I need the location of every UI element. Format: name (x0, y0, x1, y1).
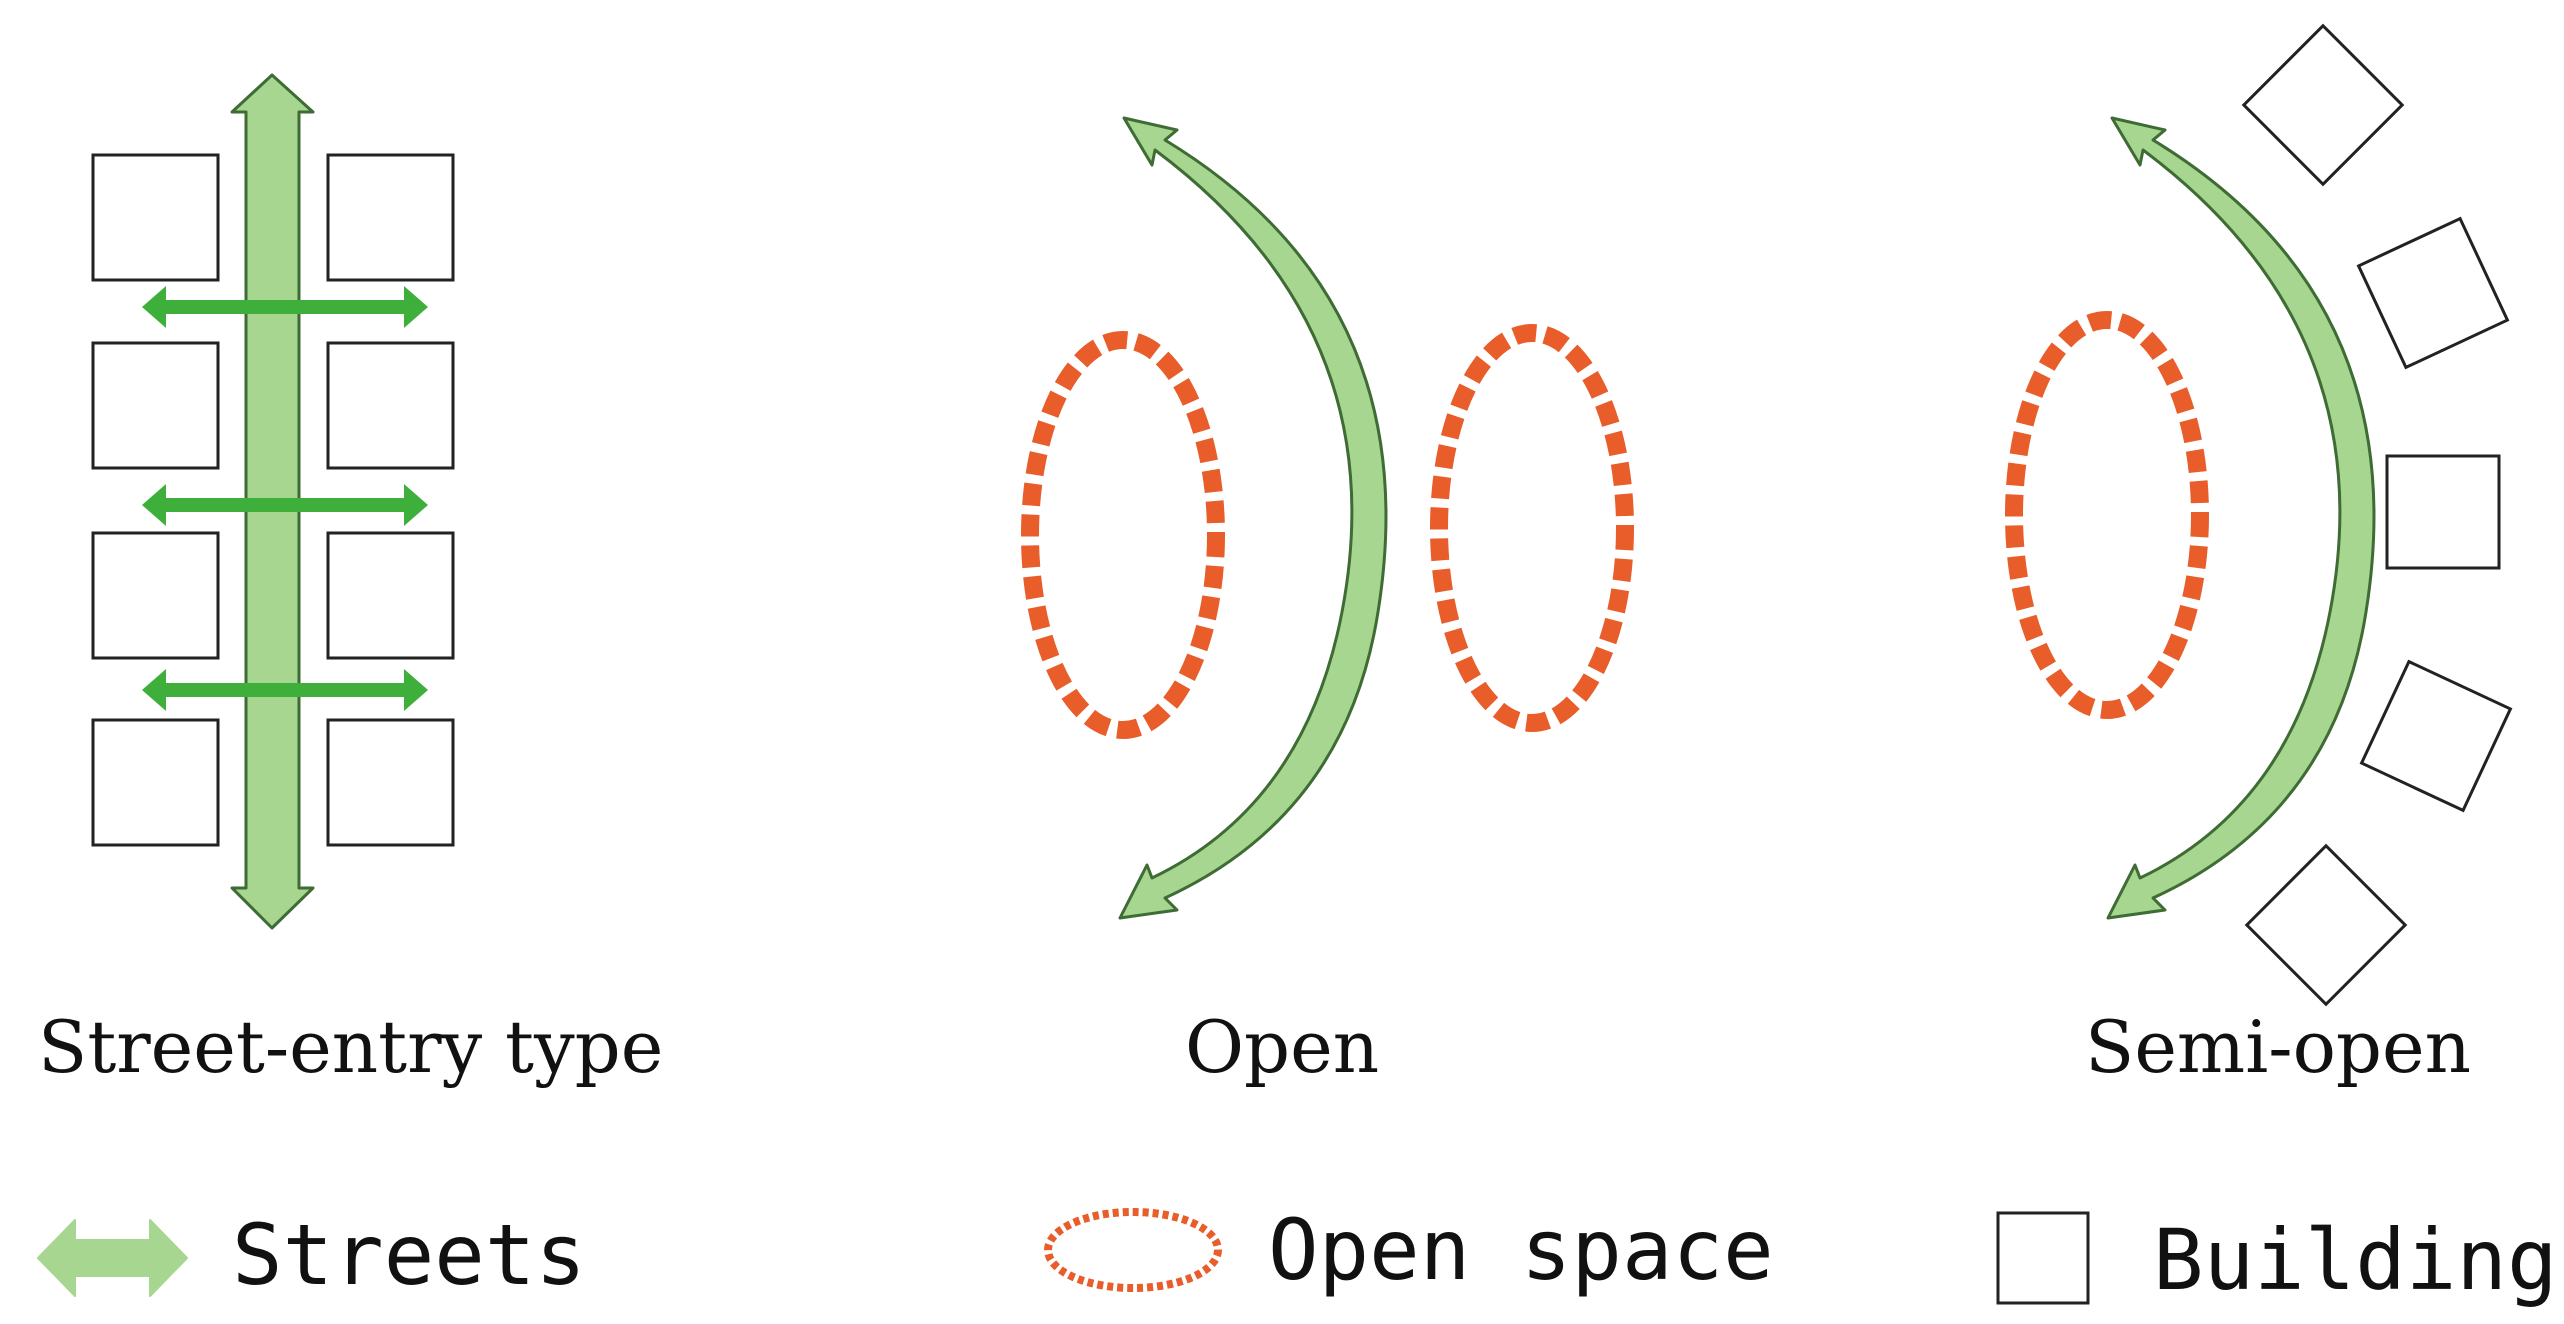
panel-open (1021, 116, 1634, 920)
legend-streets-label: Streets (232, 1206, 587, 1304)
cross-street-arrow (142, 286, 428, 328)
building (91, 718, 220, 847)
open-space (2005, 311, 2209, 719)
building (91, 341, 220, 470)
building (2359, 659, 2513, 813)
legend-open-space-label: Open space (1268, 1201, 1774, 1299)
legend-streets-symbol (37, 1219, 188, 1297)
legend-open-space-symbol (1044, 1208, 1222, 1292)
open-space (1021, 331, 1225, 739)
legend-buildings-symbol (1996, 1211, 2090, 1305)
curved-street-arrow (2106, 116, 2376, 920)
building (326, 718, 455, 847)
caption-open: Open (1185, 1005, 1380, 1089)
open-space (1430, 324, 1634, 732)
building (326, 153, 455, 282)
building (2244, 843, 2408, 1007)
caption-street-entry: Street-entry type (38, 1005, 664, 1089)
panel-street-entry (91, 73, 455, 930)
building (326, 531, 455, 660)
building (2385, 454, 2501, 570)
legend-buildings-label: Buildings (2153, 1211, 2564, 1309)
caption-semi-open: Semi-open (2085, 1005, 2471, 1089)
building (2241, 23, 2405, 187)
building (326, 341, 455, 470)
building (2356, 216, 2510, 370)
panel-semi-open (2005, 23, 2513, 1007)
cross-street-arrow (142, 669, 428, 711)
building (91, 153, 220, 282)
curved-street-arrow (1118, 116, 1388, 920)
cross-street-arrow (142, 484, 428, 526)
building (91, 531, 220, 660)
